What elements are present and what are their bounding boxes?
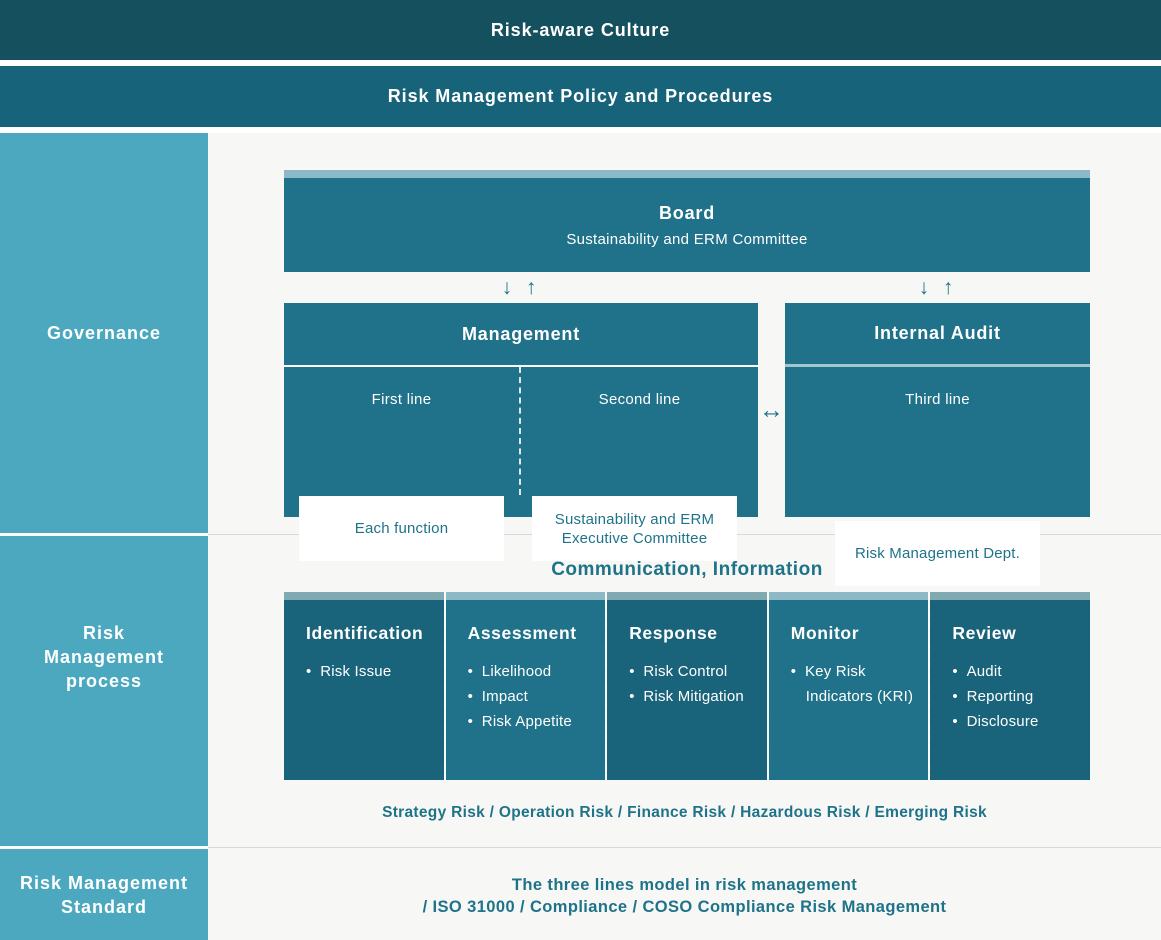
- board-box: Board Sustainability and ERM Committee: [284, 178, 1090, 272]
- column-title: Identification: [306, 623, 424, 643]
- risk-management-process-label: Risk Management process: [43, 623, 165, 691]
- column-top-strip: [930, 592, 1090, 600]
- sidebar-section-risk-management-process: Risk Management process: [0, 536, 208, 846]
- down-up-arrows-icon: ↓ ↑: [481, 274, 561, 302]
- column-title: Assessment: [467, 623, 577, 643]
- process-item: Reporting: [952, 684, 1080, 709]
- each-function-box: Each function: [299, 496, 504, 561]
- column-top-strip: [607, 592, 767, 600]
- process-item: Impact: [468, 684, 596, 709]
- column-top-strip: [445, 592, 606, 600]
- erm-executive-committee-box: Sustainability and ERM Executive Committ…: [532, 496, 737, 561]
- section-divider-process-standard: [208, 847, 1161, 848]
- process-item: Risk Issue: [306, 659, 434, 684]
- process-column-review: Review AuditReportingDisclosure: [928, 592, 1090, 780]
- risk-types-line: Strategy Risk / Operation Risk / Finance…: [382, 804, 987, 821]
- process-item: Risk Appetite: [468, 709, 596, 734]
- first-second-line-divider: [519, 367, 521, 495]
- first-line-label: First line: [371, 391, 432, 408]
- column-title: Review: [952, 623, 1017, 643]
- management-body: First line Each function Second line Sus…: [284, 367, 758, 561]
- column-items: Key Risk Indicators (KRI): [791, 659, 919, 709]
- column-top-strip: [284, 592, 444, 600]
- standard-line-1: The three lines model in risk management: [511, 876, 858, 894]
- process-item: Risk Mitigation: [629, 684, 757, 709]
- internal-audit-box: Internal Audit Third line Risk Managemen…: [785, 303, 1090, 586]
- board-top-strip: [284, 170, 1090, 178]
- down-up-arrows-right: ↓ ↑: [918, 276, 958, 299]
- risk-process-columns: Identification Risk Issue Assessment Lik…: [284, 592, 1090, 780]
- internal-audit-title: Internal Audit: [785, 303, 1090, 367]
- risk-policy-label: Risk Management Policy and Procedures: [387, 86, 774, 106]
- process-item: Risk Control: [629, 659, 757, 684]
- risk-aware-culture-banner: Risk-aware Culture: [0, 0, 1161, 60]
- second-line-label: Second line: [598, 391, 681, 408]
- process-item: Key Risk Indicators (KRI): [791, 659, 919, 709]
- column-items: Risk Issue: [306, 659, 434, 684]
- second-line-area: Second line Sustainability and ERM Execu…: [521, 367, 758, 561]
- column-title: Monitor: [790, 623, 860, 643]
- column-items: LikelihoodImpactRisk Appetite: [468, 659, 596, 734]
- board-subtitle: Sustainability and ERM Committee: [566, 230, 808, 248]
- process-column-monitor: Monitor Key Risk Indicators (KRI): [766, 592, 929, 780]
- risk-policy-banner: Risk Management Policy and Procedures: [0, 66, 1161, 127]
- risk-management-standard-text: The three lines model in risk management…: [208, 874, 1161, 918]
- left-right-arrow-glyph: ↔: [759, 395, 784, 424]
- column-title: Response: [629, 623, 718, 643]
- process-column-identification: Identification Risk Issue: [284, 592, 444, 780]
- communication-information-heading: Communication, Information: [551, 559, 823, 580]
- risk-management-dept-box: Risk Management Dept.: [835, 521, 1040, 586]
- column-items: Risk ControlRisk Mitigation: [629, 659, 757, 709]
- management-title: Management: [284, 303, 758, 367]
- risk-aware-culture-label: Risk-aware Culture: [490, 19, 671, 40]
- process-item: Audit: [952, 659, 1080, 684]
- column-items: AuditReportingDisclosure: [952, 659, 1080, 734]
- third-line-label: Third line: [905, 391, 970, 408]
- risk-management-standard-label: Risk Management Standard: [19, 872, 189, 917]
- governance-label: Governance: [46, 323, 162, 343]
- down-up-arrows-icon: ↓ ↑: [898, 274, 978, 302]
- internal-audit-body: Third line Risk Management Dept.: [785, 391, 1090, 586]
- column-top-strip: [768, 592, 929, 600]
- sidebar-section-risk-management-standard: Risk Management Standard: [0, 849, 208, 940]
- sidebar-section-governance: Governance: [0, 133, 208, 533]
- management-box: Management First line Each function Seco…: [284, 303, 758, 561]
- process-item: Likelihood: [468, 659, 596, 684]
- process-column-response: Response Risk ControlRisk Mitigation: [605, 592, 767, 780]
- left-right-arrow-icon: ↔: [758, 303, 785, 517]
- first-line-area: First line Each function: [284, 367, 519, 561]
- board-title: Board: [658, 202, 715, 223]
- process-item: Disclosure: [952, 709, 1080, 734]
- process-column-assessment: Assessment LikelihoodImpactRisk Appetite: [443, 592, 606, 780]
- standard-line-2: / ISO 31000 / Compliance / COSO Complian…: [422, 898, 947, 916]
- down-up-arrows-left: ↓ ↑: [501, 276, 541, 299]
